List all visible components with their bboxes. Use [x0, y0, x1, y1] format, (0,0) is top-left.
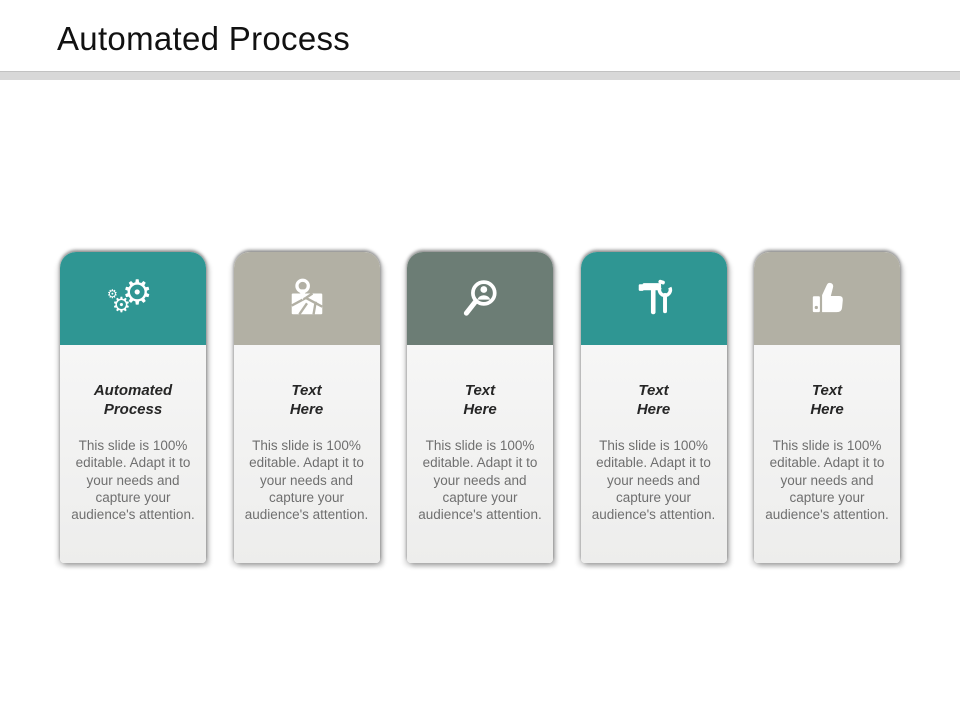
card-body-text: This slide is 100% editable. Adapt it to… [591, 438, 716, 523]
search-person-icon [463, 279, 497, 316]
card-text-here-4[interactable]: Text Here This slide is 100% editable. A… [754, 252, 900, 563]
gears-icon: ⚙ ⚙ ⚙ [107, 272, 153, 317]
card-title: Text Here [636, 382, 671, 418]
hammer-wrench-icon [638, 279, 672, 314]
map-location-icon [290, 278, 323, 315]
card-header [233, 252, 380, 345]
card-header [754, 252, 900, 345]
card-body-text: This slide is 100% editable. Adapt it to… [71, 438, 195, 523]
card-text-here-3[interactable]: Text Here This slide is 100% editable. A… [580, 252, 727, 563]
card-header [580, 252, 727, 345]
cards-row: ⚙ ⚙ ⚙ Automated Process This slide is 10… [60, 252, 900, 563]
card-text-here-2[interactable]: Text Here This slide is 100% editable. A… [407, 252, 553, 563]
page-title: Automated Process [57, 20, 351, 57]
card-header: ⚙ ⚙ ⚙ [60, 252, 206, 345]
card-title: Automated Process [93, 382, 173, 418]
card-body-text: This slide is 100% editable. Adapt it to… [418, 438, 542, 523]
card-body-text: This slide is 100% editable. Adapt it to… [765, 438, 889, 523]
card-header [407, 252, 553, 345]
thumbs-up-icon [812, 282, 843, 312]
card-title: Text Here [463, 382, 497, 418]
card-text-here-1[interactable]: Text Here This slide is 100% editable. A… [233, 252, 380, 563]
card-title: Text Here [810, 382, 844, 418]
card-body-text: This slide is 100% editable. Adapt it to… [244, 438, 369, 523]
title-divider-bar [0, 71, 960, 80]
card-title: Text Here [289, 382, 324, 418]
card-automated-process[interactable]: ⚙ ⚙ ⚙ Automated Process This slide is 10… [60, 252, 206, 563]
